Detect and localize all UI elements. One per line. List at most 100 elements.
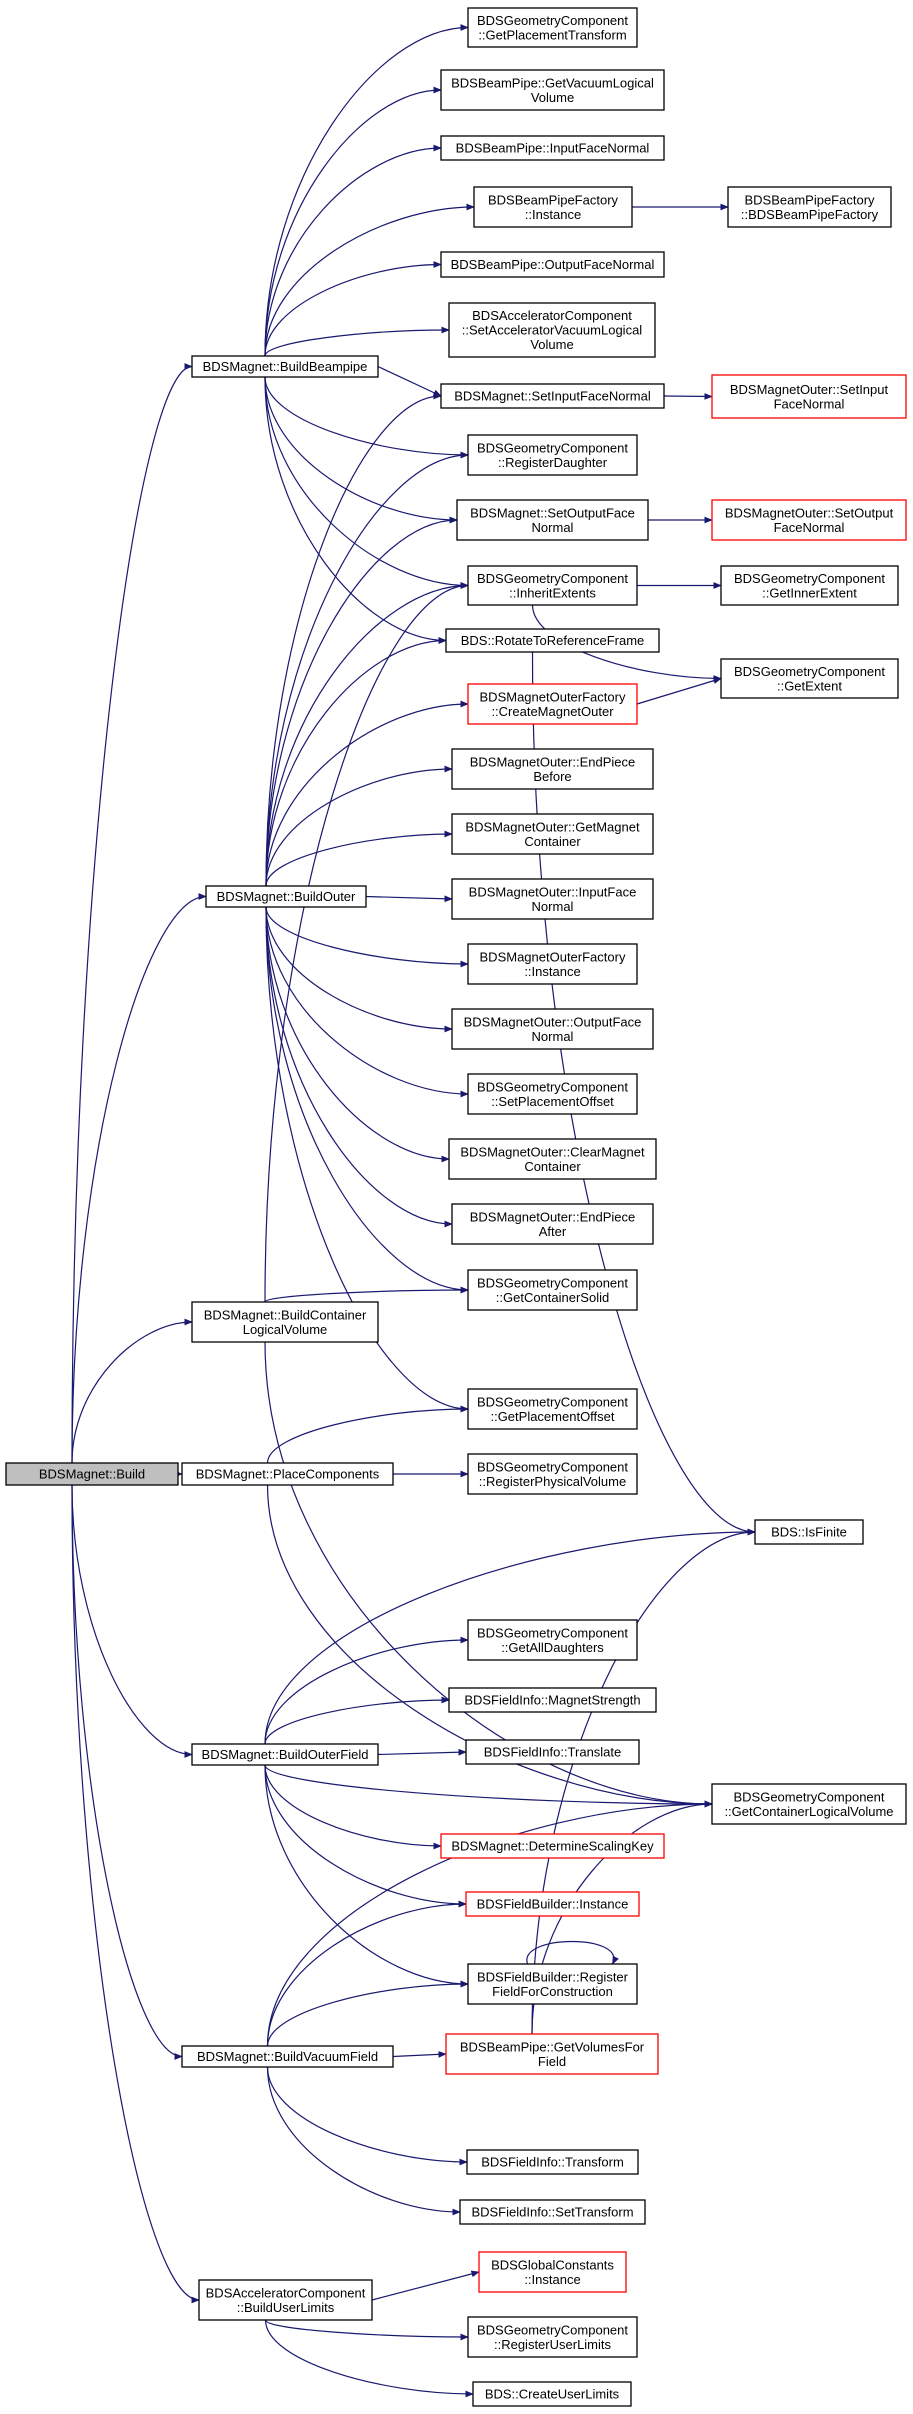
node-label: BDSMagnetOuter::SetOutput [725, 505, 894, 520]
edge-buildouter-to-outerinputfacenormal [365, 895, 453, 903]
edge-buildouter-to-inheritextents [265, 582, 469, 887]
node-inheritextents[interactable]: BDSGeometryComponent::InheritExtents [467, 565, 638, 606]
edge-buildouterfield-to-fieldbuilderinstance [264, 1764, 467, 1908]
node-box [465, 1891, 640, 1917]
node-registerdaughter[interactable]: BDSGeometryComponent::RegisterDaughter [467, 434, 638, 476]
node-getcontainersolid[interactable]: BDSGeometryComponent::GetContainerSolid [467, 1269, 638, 1311]
node-builduserlimits[interactable]: BDSAcceleratorComponent::BuildUserLimits [198, 2279, 373, 2321]
node-outersetinputfacenormal[interactable]: BDSMagnetOuter::SetInputFaceNormal [711, 374, 907, 419]
node-getextent[interactable]: BDSGeometryComponent::GetExtent [720, 658, 899, 699]
node-box [478, 2251, 627, 2293]
node-outputfacenormalbp[interactable]: BDSBeamPipe::OutputFaceNormal [440, 251, 665, 278]
node-getplacementtransform[interactable]: BDSGeometryComponent::GetPlacementTransf… [467, 7, 638, 48]
node-label: ::GetAllDaughters [501, 1640, 604, 1655]
node-label: BDSFieldInfo::MagnetStrength [464, 1693, 640, 1708]
edge-registerfieldforconstruction-to-registerfieldforconstruction [526, 1940, 619, 1965]
node-label: BDSGeometryComponent [477, 440, 628, 455]
node-label: BDSGlobalConstants [491, 2257, 614, 2272]
node-isfinite[interactable]: BDS::IsFinite [754, 1519, 864, 1545]
node-setplacementoffset[interactable]: BDSGeometryComponent::SetPlacementOffset [467, 1073, 638, 1115]
node-build[interactable]: BDSMagnet::Build [5, 1462, 179, 1486]
node-label: BDSGeometryComponent [477, 2322, 628, 2337]
node-placecomponents[interactable]: BDSMagnet::PlaceComponents [181, 1462, 394, 1486]
node-beampipefactoryctor[interactable]: BDSBeamPipeFactory::BDSBeamPipeFactory [727, 186, 892, 228]
node-box [467, 2316, 638, 2358]
node-label: Volume [531, 90, 574, 105]
node-box [448, 302, 656, 358]
edge-build-to-buildcontainer [71, 1318, 193, 1464]
node-registerfieldforconstruction[interactable]: BDSFieldBuilder::RegisterFieldForConstru… [467, 1963, 638, 2005]
node-registerphysicalvolume[interactable]: BDSGeometryComponent::RegisterPhysicalVo… [467, 1453, 638, 1495]
node-label: BDSMagnetOuterFactory [480, 689, 626, 704]
node-box [451, 748, 654, 790]
node-fieldtransform[interactable]: BDSFieldInfo::Transform [466, 2149, 639, 2175]
node-setaccvacuum[interactable]: BDSAcceleratorComponent::SetAcceleratorV… [448, 302, 656, 358]
node-inputfacenormalbp[interactable]: BDSBeamPipe::InputFaceNormal [440, 135, 665, 161]
node-createmagnetouter[interactable]: BDSMagnetOuterFactory::CreateMagnetOuter [467, 683, 638, 725]
node-outerinputfacenormal[interactable]: BDSMagnetOuter::InputFaceNormal [451, 878, 654, 920]
node-createuserlimits[interactable]: BDS::CreateUserLimits [472, 2381, 632, 2407]
node-outeroutputfacenormal[interactable]: BDSMagnetOuter::OutputFaceNormal [451, 1008, 654, 1050]
node-fieldtranslate[interactable]: BDSFieldInfo::Translate [465, 1739, 640, 1765]
edge-build-to-buildouter [71, 893, 207, 1464]
edge-placecomponents-to-getplacementoffset [266, 1405, 469, 1464]
node-getalldaughters[interactable]: BDSGeometryComponent::GetAllDaughters [467, 1619, 638, 1661]
node-globalconstantsinstance[interactable]: BDSGlobalConstants::Instance [478, 2251, 627, 2293]
node-box [711, 499, 907, 541]
edge-builduserlimits-to-createuserlimits [264, 2319, 474, 2398]
node-layer: BDSMagnet::Build BDSMagnet::BuildBeampipe… [5, 7, 907, 2407]
node-determinescalingkey[interactable]: BDSMagnet::DetermineScalingKey [440, 1833, 665, 1859]
node-label: Normal [532, 899, 574, 914]
edge-buildvacuumfield-to-getvolumesforfield [392, 2050, 447, 2058]
node-label: BDSFieldInfo::Translate [484, 1745, 622, 1760]
node-label: BDSMagnet::BuildVacuumField [197, 2049, 378, 2064]
node-fieldsettransform[interactable]: BDSFieldInfo::SetTransform [459, 2199, 646, 2225]
node-setinputfacenormal[interactable]: BDSMagnet::SetInputFaceNormal [440, 383, 665, 409]
node-registeruserlimits[interactable]: BDSGeometryComponent::RegisterUserLimits [467, 2316, 638, 2358]
node-buildouter[interactable]: BDSMagnet::BuildOuter [205, 885, 367, 908]
node-buildbeampipe[interactable]: BDSMagnet::BuildBeampipe [191, 355, 379, 378]
edge-buildbeampipe-to-registerdaughter [264, 376, 469, 459]
node-box [205, 885, 367, 908]
node-label: After [539, 1224, 567, 1239]
node-label: Container [524, 1159, 581, 1174]
edge-buildouter-to-endpieceafter [265, 906, 453, 1228]
node-beampipefactoryinstance[interactable]: BDSBeamPipeFactory::Instance [473, 186, 633, 228]
node-buildouterfield[interactable]: BDSMagnet::BuildOuterField [191, 1743, 379, 1766]
node-box [467, 7, 638, 48]
edge-buildouter-to-getcontainersolid [265, 906, 469, 1294]
node-magnetstrength[interactable]: BDSFieldInfo::MagnetStrength [448, 1687, 657, 1713]
node-label: Container [524, 834, 581, 849]
node-getinnerextent[interactable]: BDSGeometryComponent::GetInnerExtent [720, 565, 899, 606]
node-fieldbuilderinstance[interactable]: BDSFieldBuilder::Instance [465, 1891, 640, 1917]
node-box [467, 1453, 638, 1495]
node-box [466, 2149, 639, 2175]
node-label: BDSGeometryComponent [477, 1625, 628, 1640]
node-outerfactoryinstance[interactable]: BDSMagnetOuterFactory::Instance [467, 943, 638, 985]
node-label: FieldForConstruction [492, 1984, 613, 1999]
node-getcontainerlogicalvolume[interactable]: BDSGeometryComponent::GetContainerLogica… [711, 1783, 907, 1825]
node-box [445, 628, 660, 653]
edge-builduserlimits-to-registeruserlimits [264, 2319, 469, 2341]
node-rotatetoref[interactable]: BDS::RotateToReferenceFrame [445, 628, 660, 653]
node-box [451, 1203, 654, 1245]
node-label: BDSMagnetOuterFactory [480, 949, 626, 964]
edge-buildbeampipe-to-beampipefactoryinstance [264, 203, 475, 357]
node-label: BDSMagnet::PlaceComponents [196, 1467, 380, 1482]
edge-buildouterfield-to-registerfieldforconstruction [264, 1764, 469, 1988]
node-label: BDSGeometryComponent [734, 571, 885, 586]
node-buildvacuumfield[interactable]: BDSMagnet::BuildVacuumField [181, 2045, 394, 2068]
node-getplacementoffset[interactable]: BDSGeometryComponent::GetPlacementOffset [467, 1388, 638, 1430]
node-box [711, 374, 907, 419]
node-label: BDSGeometryComponent [477, 1394, 628, 1409]
